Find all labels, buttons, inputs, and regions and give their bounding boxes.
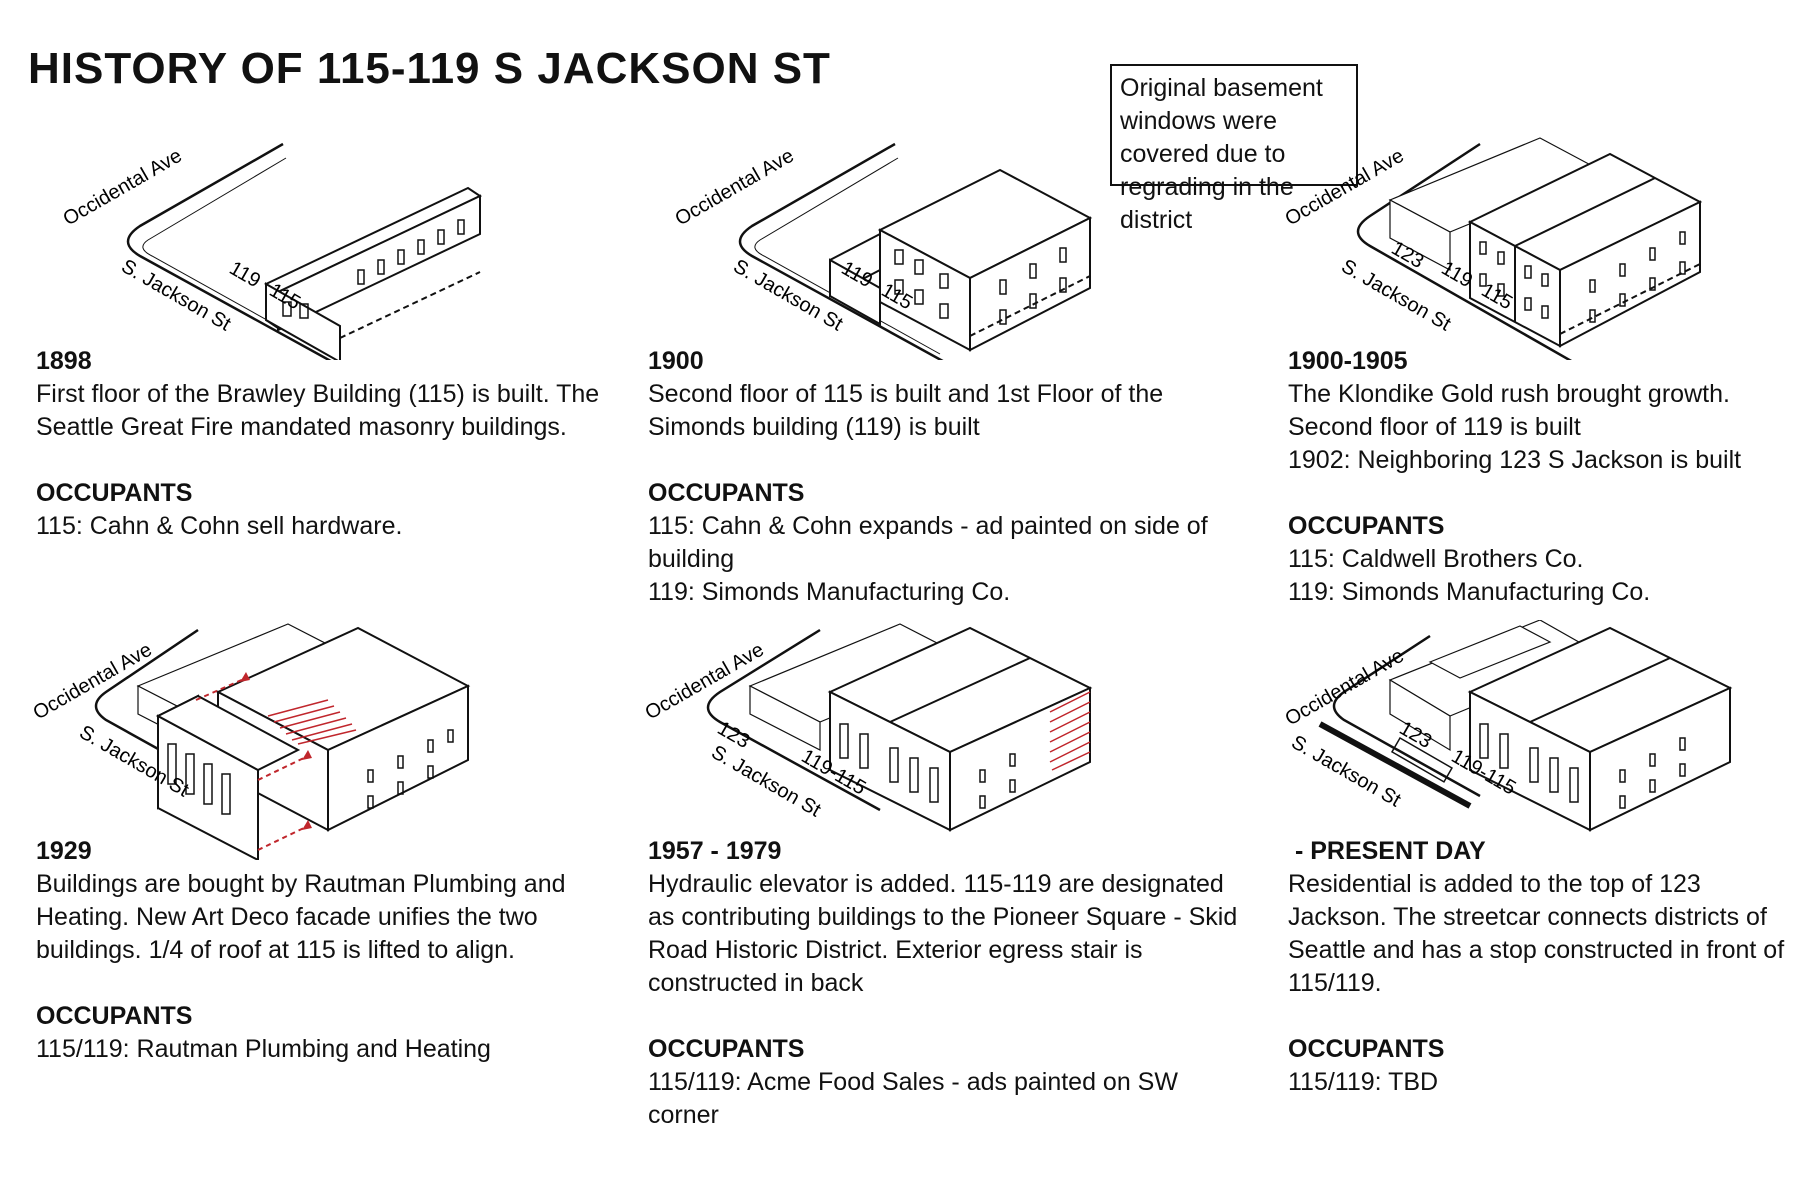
facade-arrows (195, 677, 309, 851)
hatched-roof-area (267, 699, 357, 745)
occupant-line: 119: Simonds Manufacturing Co. (648, 578, 1011, 606)
street-label: Occidental Ave (672, 145, 798, 231)
label-119: 119 (226, 257, 265, 292)
occupants-heading: OCCUPANTS (1288, 1035, 1445, 1063)
occupants-heading: OCCUPANTS (36, 1002, 193, 1030)
diagram-1900: Occidental Ave S. Jackson St 119 115 (672, 142, 1093, 360)
panel-description: Buildings are bought by Rautman Plumbing… (36, 870, 566, 964)
label-jackson: S. Jackson St (118, 255, 235, 335)
street-label: Occidental Ave (1282, 145, 1408, 231)
occupants-heading: OCCUPANTS (1288, 512, 1445, 540)
occupant-line: 115: Caldwell Brothers Co. (1288, 545, 1584, 573)
street-label: S. Jackson St (1338, 255, 1455, 335)
panel-year: 1929 (36, 837, 92, 865)
painted-ads-sw-corner (1049, 691, 1091, 771)
diagram-1898: Occidental Ave S. Jackson St 119 115 (60, 142, 483, 360)
occupant-line: 119: Simonds Manufacturing Co. (1288, 578, 1651, 606)
occupant-line: 115/119: Rautman Plumbing and Heating (36, 1035, 491, 1063)
street-curb-line (126, 142, 332, 360)
inner-curb-line (142, 157, 329, 355)
occupant-line: 115: Cahn & Cohn sell hardware. (36, 512, 403, 540)
occupant-line: 115/119: TBD (1288, 1068, 1439, 1096)
streetcar-track (1318, 721, 1472, 809)
panel-description: Second floor of 115 is built and 1st Flo… (648, 380, 1164, 441)
panel-description: Hydraulic elevator is added. 115-119 are… (648, 870, 1238, 997)
occupants-heading: OCCUPANTS (648, 479, 805, 507)
streetcar (1390, 736, 1453, 783)
street-label: Occidental Ave (642, 639, 768, 725)
occupants-heading: OCCUPANTS (36, 479, 193, 507)
diagram-1929: Occidental Ave S. Jackson St (30, 623, 471, 860)
occupant-line: 115/119: Acme Food Sales - ads painted o… (648, 1068, 1178, 1129)
panel-year: 1957 - 1979 (648, 837, 782, 865)
panel-description: Residential is added to the top of 123 J… (1288, 870, 1785, 997)
diagram-1957-1979: Occidental Ave S. Jackson St 123 119-115 (642, 623, 1093, 832)
street-label: Occidental Ave (30, 639, 156, 725)
building-123-residential (1388, 620, 1602, 752)
panel-year: 1898 (36, 347, 92, 375)
diagram-1900-1905: Occidental Ave S. Jackson St 123 119 115 (1282, 137, 1703, 360)
page-title: HISTORY OF 115-119 S JACKSON ST (28, 44, 831, 93)
building-115-ground (263, 186, 483, 360)
street-label: Occidental Ave (1282, 645, 1408, 731)
panel-year: 1900 (648, 347, 704, 375)
occupants-heading: OCCUPANTS (648, 1035, 805, 1063)
panel-description: First floor of the Brawley Building (115… (36, 380, 600, 441)
panel-description: The Klondike Gold rush brought growth. S… (1288, 380, 1742, 474)
callout-note: Original basement windows were covered d… (1110, 64, 1358, 234)
label-occidental: Occidental Ave (60, 145, 186, 231)
panel-year: 1900-1905 (1288, 347, 1408, 375)
occupant-line: 115: Cahn & Cohn expands - ad painted on… (648, 512, 1208, 573)
panel-year: - PRESENT DAY (1288, 837, 1486, 865)
diagram-present-day: Occidental Ave S. Jackson St 123 119-115 (1282, 620, 1733, 832)
building-115-two-story (877, 168, 1093, 352)
